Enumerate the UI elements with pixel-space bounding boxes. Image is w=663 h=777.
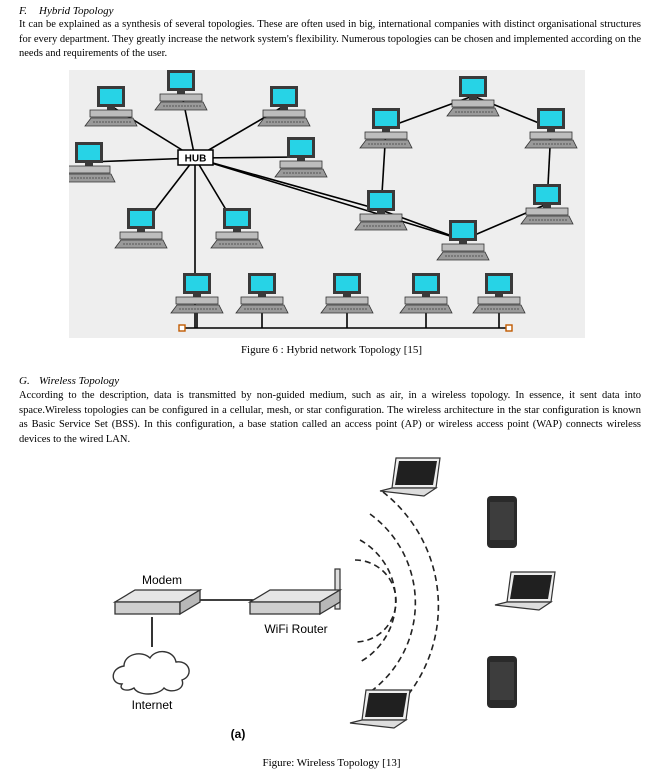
- hybrid-paragraph: It can be explained as a synthesis of se…: [19, 19, 641, 59]
- computer-icon: [354, 190, 408, 231]
- bus-terminator-right: [505, 324, 513, 332]
- computer-icon: [274, 137, 328, 178]
- computer-icon: [320, 273, 374, 314]
- wifi-router-icon: [247, 568, 343, 616]
- wireless-topology-diagram: Modem WiFi Router Internet: [112, 457, 556, 741]
- section-heading-wireless: G. Wireless Topology: [19, 375, 119, 388]
- computer-icon: [520, 184, 574, 225]
- wireless-paragraph: According to the description, data is tr…: [19, 390, 641, 445]
- computer-icon: [69, 142, 116, 183]
- computer-icon: [210, 208, 264, 249]
- computer-icon: [114, 208, 168, 249]
- computer-icon: [359, 108, 413, 149]
- laptop-icon: [494, 571, 556, 611]
- computer-icon: [524, 108, 578, 149]
- computer-icon: [84, 86, 138, 127]
- bus-terminator-left: [178, 324, 186, 332]
- hub-label: HUB: [185, 154, 207, 165]
- smartphone-icon: [487, 656, 517, 708]
- laptop-icon: [349, 689, 411, 729]
- computer-icon: [257, 86, 311, 127]
- computer-icon: [472, 273, 526, 314]
- hybrid-topology-diagram: HUB: [69, 70, 585, 338]
- panel-label: (a): [231, 727, 246, 741]
- wireless-figure-caption: Figure: Wireless Topology [13]: [262, 757, 401, 769]
- section-heading-hybrid: F. Hybrid Topology: [19, 5, 113, 18]
- computer-icon: [170, 273, 224, 314]
- computer-icon: [235, 273, 289, 314]
- section-number: F.: [19, 5, 28, 17]
- hub-box: HUB: [177, 149, 214, 166]
- computer-icon: [446, 76, 500, 117]
- laptop-icon: [379, 457, 441, 497]
- router-label: WiFi Router: [264, 622, 327, 636]
- section-title: Hybrid Topology: [39, 5, 114, 17]
- internet-cloud-icon: [112, 651, 190, 695]
- section-number: G.: [19, 375, 30, 387]
- internet-label: Internet: [132, 698, 173, 712]
- computer-icon: [399, 273, 453, 314]
- computer-icon: [436, 220, 490, 261]
- figure-6-caption: Figure 6 : Hybrid network Topology [15]: [240, 344, 423, 356]
- modem-label: Modem: [142, 573, 182, 587]
- modem-icon: [112, 588, 203, 616]
- computer-icon: [154, 70, 208, 111]
- section-title: Wireless Topology: [39, 375, 120, 387]
- hub-ring-link: [194, 157, 464, 241]
- smartphone-icon: [487, 496, 517, 548]
- wireless-signal-icon: [354, 491, 440, 721]
